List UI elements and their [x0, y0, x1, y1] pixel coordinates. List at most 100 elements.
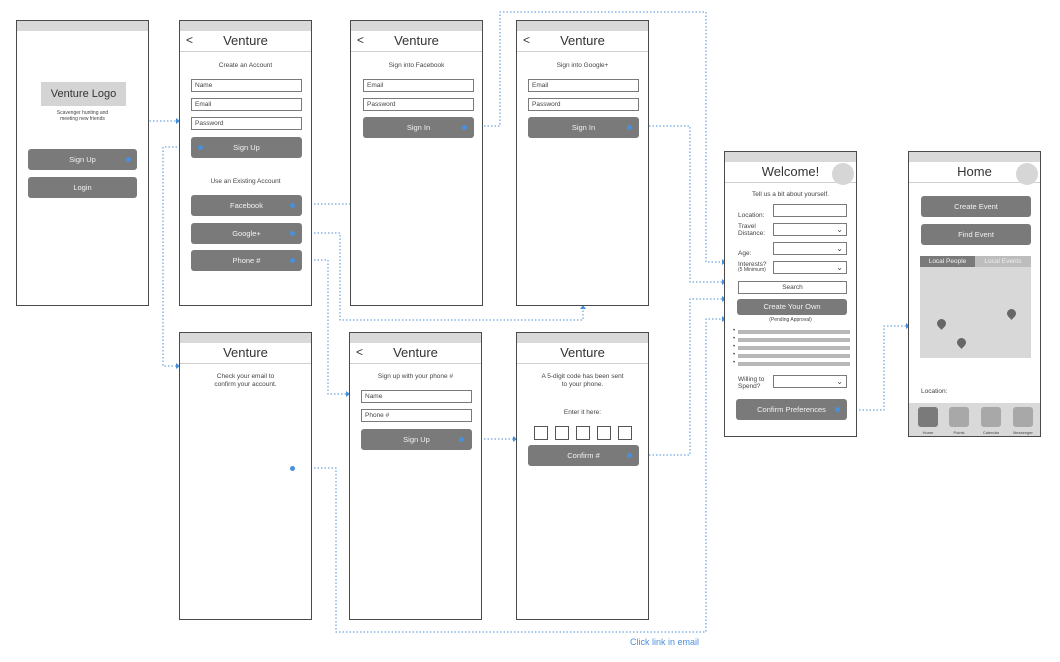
interest-list-item[interactable] — [738, 354, 850, 358]
google-label: Google+ — [232, 229, 261, 238]
signup-button[interactable]: Sign Up — [191, 137, 302, 158]
tagline-line-2: meeting new friends — [60, 116, 105, 122]
tab-local-events[interactable]: Local Events — [975, 256, 1031, 267]
age-label: Age: — [738, 250, 752, 257]
back-icon[interactable]: < — [523, 33, 531, 47]
list-bullet: • — [733, 328, 736, 334]
link-dot — [290, 231, 295, 236]
back-icon[interactable]: < — [186, 33, 194, 47]
google-button[interactable]: Google+ — [191, 223, 302, 244]
tab-local-people[interactable]: Local People — [920, 256, 975, 267]
signup-button[interactable]: Sign Up — [28, 149, 137, 170]
header-title: Venture — [223, 345, 268, 360]
chevron-down-icon: ⌄ — [836, 377, 843, 386]
back-icon[interactable]: < — [356, 345, 364, 359]
status-bar — [17, 21, 148, 31]
chevron-down-icon: ⌄ — [836, 244, 843, 253]
signup-label: Sign Up — [69, 155, 96, 164]
header: <Venture — [180, 31, 311, 52]
link-dot — [126, 157, 131, 162]
points-nav-icon[interactable] — [949, 407, 969, 427]
header: < Venture — [350, 343, 481, 364]
avatar — [1016, 163, 1038, 185]
map-panel[interactable]: Local People Local Events — [920, 256, 1031, 358]
email-field[interactable]: Email — [528, 79, 639, 92]
link-dot — [290, 258, 295, 263]
map-pin-icon[interactable] — [1005, 307, 1018, 320]
link-fb-signin-to-welcome — [463, 11, 722, 263]
messenger-nav-icon[interactable] — [1013, 407, 1033, 427]
list-bullet: • — [733, 360, 736, 366]
travel-distance-select[interactable]: ⌄ — [773, 223, 847, 236]
interests-label: Interests? — [738, 261, 767, 268]
email-field[interactable]: Email — [191, 98, 302, 111]
confirm-preferences-label: Confirm Preferences — [757, 405, 826, 414]
calendar-nav-label: Calendar — [982, 430, 1000, 435]
status-bar — [180, 333, 311, 343]
location-label: Location: — [738, 212, 765, 219]
create-account-screen: <Venture Create an Account Name Email Pa… — [179, 20, 312, 306]
code-digit-box[interactable] — [597, 426, 611, 440]
map-pin-icon[interactable] — [935, 317, 948, 330]
code-digit-box[interactable] — [618, 426, 632, 440]
confirm-preferences-button[interactable]: Confirm Preferences — [736, 399, 847, 420]
create-heading: Create an Account — [218, 62, 273, 69]
search-button[interactable]: Search — [738, 281, 847, 294]
messenger-nav-label: Messenger — [1013, 430, 1033, 435]
signin-button[interactable]: Sign In — [528, 117, 639, 138]
name-field[interactable]: Name — [361, 390, 472, 403]
location-field[interactable] — [773, 204, 847, 217]
create-own-label: Create Your Own — [763, 302, 821, 311]
phone-heading: Sign up with your phone # — [377, 373, 454, 380]
status-bar — [517, 333, 648, 343]
status-bar — [517, 21, 648, 31]
points-nav-label: Points — [953, 430, 965, 435]
password-field[interactable]: Password — [191, 117, 302, 130]
link-google-signin-to-welcome — [628, 125, 722, 283]
home-screen: Home Create Event Find Event Local Peopl… — [908, 151, 1041, 437]
password-field[interactable]: Password — [528, 98, 639, 111]
create-own-button[interactable]: Create Your Own — [737, 299, 847, 315]
code-digit-box[interactable] — [555, 426, 569, 440]
link-dot — [835, 407, 840, 412]
signin-button[interactable]: Sign In — [363, 117, 474, 138]
spend-select[interactable]: ⌄ — [773, 375, 847, 388]
interests-select[interactable]: ⌄ — [773, 261, 847, 274]
interest-list-item[interactable] — [738, 330, 850, 334]
signup-button[interactable]: Sign Up — [361, 429, 472, 450]
confirm-code-button[interactable]: Confirm # — [528, 445, 639, 466]
email-field[interactable]: Email — [363, 79, 474, 92]
name-field[interactable]: Name — [191, 79, 302, 92]
code-digit-box[interactable] — [576, 426, 590, 440]
find-event-label: Find Event — [958, 230, 994, 239]
interest-list-item[interactable] — [738, 338, 850, 342]
age-select[interactable]: ⌄ — [773, 242, 847, 255]
interest-list-item[interactable] — [738, 346, 850, 350]
password-field[interactable]: Password — [363, 98, 474, 111]
header-title: Venture — [393, 345, 438, 360]
find-event-button[interactable]: Find Event — [921, 224, 1031, 245]
header: <Venture — [517, 31, 648, 52]
calendar-nav-icon[interactable] — [981, 407, 1001, 427]
interest-list-item[interactable] — [738, 362, 850, 366]
link-dot — [290, 466, 295, 471]
home-nav-icon[interactable] — [918, 407, 938, 427]
map-pin-icon[interactable] — [955, 336, 968, 349]
phone-field[interactable]: Phone # — [361, 409, 472, 422]
code-digit-box[interactable] — [534, 426, 548, 440]
spend-label-2: Spend? — [738, 383, 761, 390]
login-button[interactable]: Login — [28, 177, 137, 198]
header-title: Venture — [394, 33, 439, 48]
check-email-screen: Venture Check your email to confirm your… — [179, 332, 312, 620]
facebook-button[interactable]: Facebook — [191, 195, 302, 216]
welcome-subtitle: Tell us a bit about yourself. — [752, 191, 829, 198]
tagline-line-1: Scavenger hunting and — [56, 110, 109, 116]
phone-label: Phone # — [232, 256, 261, 265]
back-icon[interactable]: < — [357, 33, 365, 47]
create-event-button[interactable]: Create Event — [921, 196, 1031, 217]
phone-button[interactable]: Phone # — [191, 250, 302, 271]
link-dot — [459, 437, 464, 442]
facebook-heading: Sign into Facebook — [388, 62, 445, 69]
link-dot — [627, 125, 632, 130]
